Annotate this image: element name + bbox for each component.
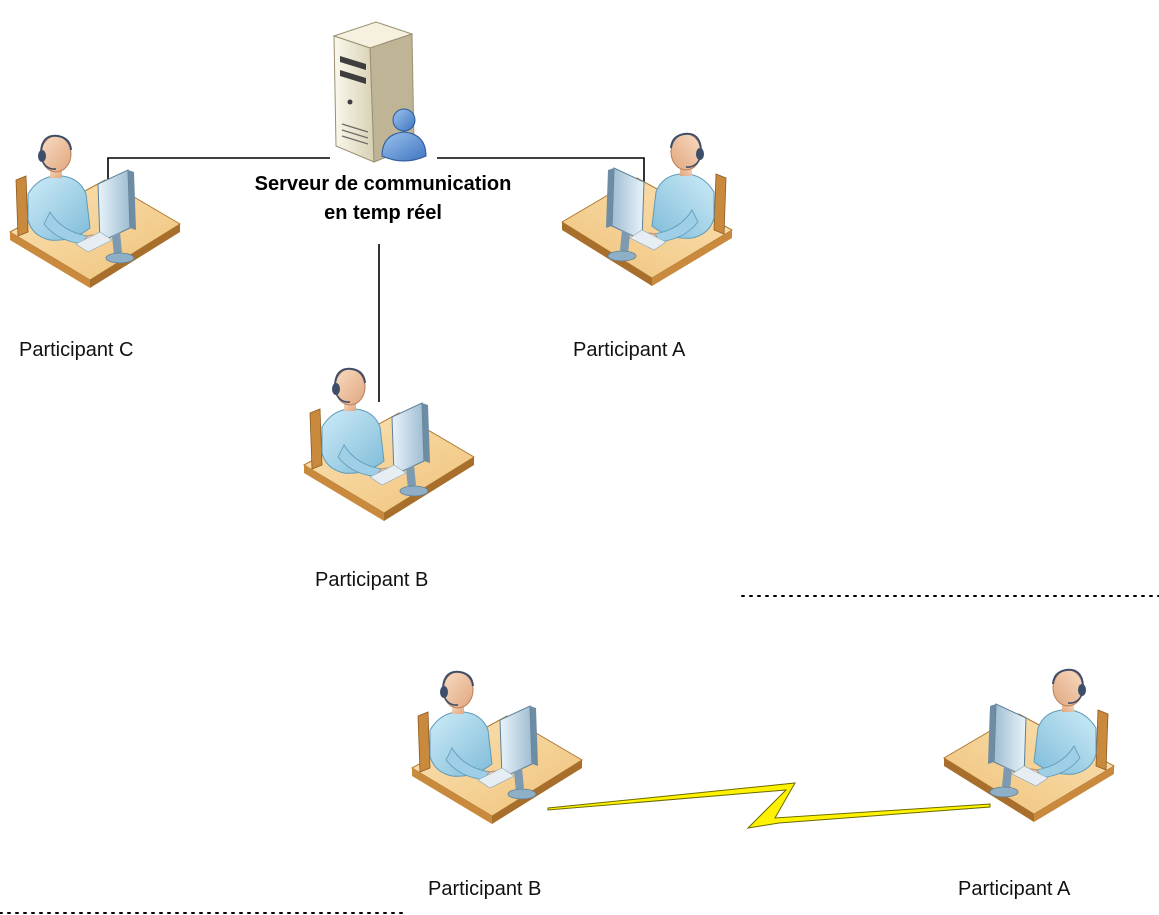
link-server-participant-c — [107, 157, 330, 185]
participant-b-label: Participant B — [315, 569, 429, 591]
top-connections — [107, 157, 645, 402]
peer-to-peer-link — [547, 782, 991, 829]
server-label-line2: en temp réel — [324, 202, 442, 224]
participant-a-bottom-label: Participant A — [958, 878, 1071, 900]
participant-b-bottom-label: Participant B — [428, 878, 542, 900]
participant-c-label: Participant C — [19, 339, 134, 361]
link-server-participant-a — [437, 157, 645, 182]
server-label: Serveur de communication en temp réel — [183, 170, 583, 228]
workstation-participant-b-bottom — [411, 670, 583, 825]
server-icon — [332, 21, 427, 163]
workstation-participant-a-bottom — [944, 670, 1114, 822]
workstation-participant-a — [562, 134, 732, 286]
lightning-bolt-icon — [547, 782, 991, 829]
workstation-participant-b-top — [303, 367, 475, 522]
participant-a-label: Participant A — [573, 339, 686, 361]
server-label-line1: Serveur de communication — [254, 173, 512, 195]
